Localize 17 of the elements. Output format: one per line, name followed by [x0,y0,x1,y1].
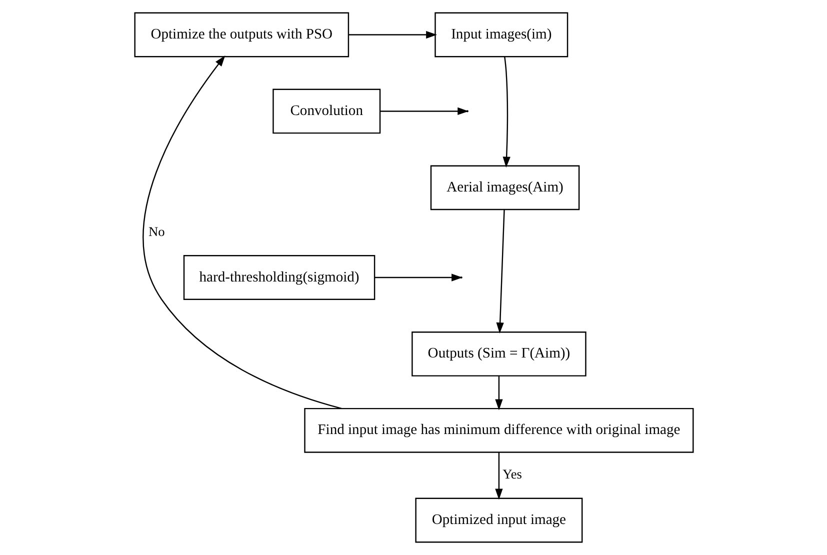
edge-label: No [148,224,164,239]
arrow [348,30,437,39]
arrow [496,210,504,334]
node-box: Find input image has minimum difference with original image [304,408,694,453]
node-box: hard-thresholding(sigmoid) [182,255,375,300]
node-box: Input images(im) [434,12,568,58]
node-box: Aerial images(Aim) [430,165,580,210]
arrow [142,56,342,410]
node-box: Optimize the outputs with PSO [134,12,349,58]
arrow [502,56,510,168]
node-box: Optimized input image [414,498,582,543]
node-box: Outputs (Sim = Γ(Aim)) [411,332,586,376]
arrow [374,274,462,282]
arrow [494,376,502,410]
arrow [494,452,502,500]
edge-label: Yes [502,466,522,482]
node-box: Convolution [272,88,380,134]
